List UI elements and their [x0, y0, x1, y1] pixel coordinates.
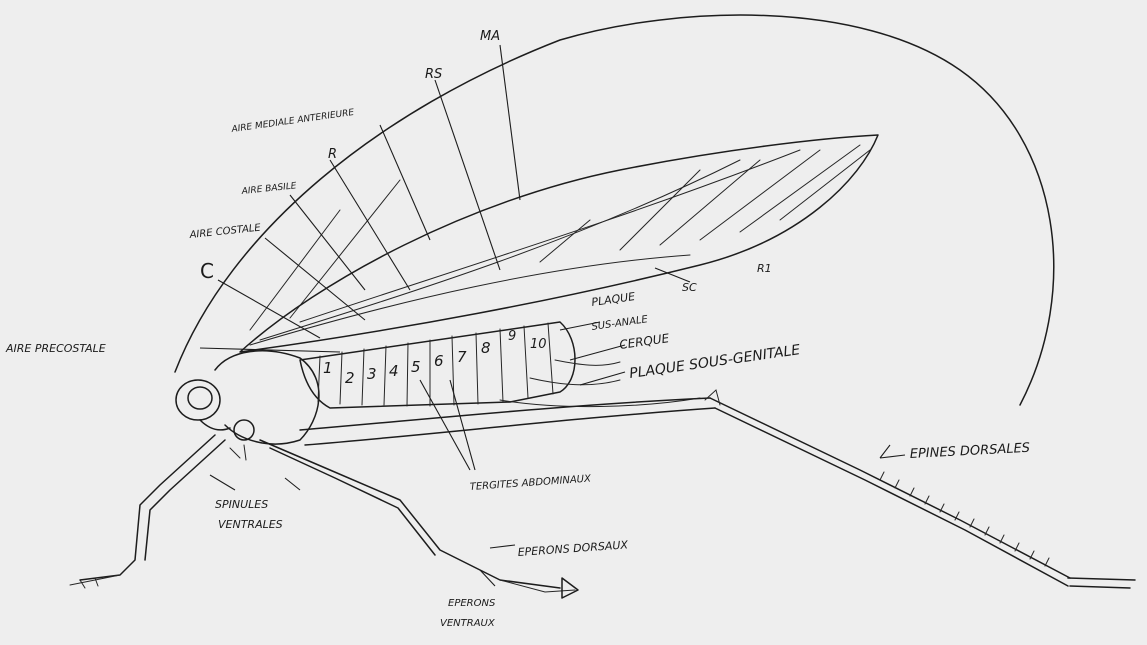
label-cerque: CERQUE — [618, 331, 670, 352]
dorsal-spines — [880, 472, 1049, 566]
label-aire-mediale: AIRE MEDIALE ANTERIEURE — [230, 108, 355, 135]
label-spinules: SPINULES — [215, 498, 268, 511]
palp-segment — [230, 445, 246, 460]
segment-number: 9 — [508, 329, 516, 344]
front-leg — [80, 435, 225, 580]
leader-line — [880, 445, 905, 458]
forewing-vein-ma — [300, 150, 800, 322]
hind-tibia — [710, 398, 1070, 586]
hind-wing-outline — [175, 15, 1054, 405]
leader-line — [490, 545, 515, 548]
label-eperons-ventraux-2: VENTRAUX — [440, 618, 496, 629]
eye — [188, 387, 212, 409]
forewing-stripe — [540, 220, 590, 262]
leader-line — [265, 238, 365, 320]
sub-genital-plate — [530, 378, 620, 385]
ovipositor — [500, 398, 700, 407]
segment-number: 10 — [530, 337, 547, 352]
leader-line — [380, 125, 430, 240]
forewing-stripe — [700, 150, 820, 240]
label-r1: R1 — [757, 262, 772, 275]
leader-line — [330, 160, 410, 290]
segment-number: 3 — [367, 365, 377, 383]
label-plaque: PLAQUE — [591, 290, 636, 309]
tarsus-claw — [562, 578, 578, 598]
label-r: R — [328, 147, 337, 162]
forewing-vein-sc — [260, 160, 740, 340]
forewing-stripe — [780, 150, 870, 220]
label-ma: MA — [480, 29, 500, 44]
leader-line — [570, 345, 625, 360]
label-rs: RS — [425, 67, 442, 82]
segment-number: 1 — [323, 359, 333, 377]
leader-line — [210, 475, 300, 490]
leader-line — [480, 570, 495, 586]
cerque — [555, 360, 620, 365]
label-sus-anale: SUS-ANALE — [591, 314, 649, 333]
head — [176, 380, 220, 420]
hind-leg-joint — [705, 390, 720, 405]
label-aire-precostale: AIRE PRECOSTALE — [5, 342, 106, 355]
hind-tarsus — [1068, 578, 1135, 588]
leader-line — [218, 280, 320, 338]
segment-number: 4 — [389, 362, 399, 380]
label-epines-dorsales: EPINES DORSALES — [909, 441, 1030, 462]
segment-number: 5 — [411, 358, 421, 376]
label-sc: SC — [682, 281, 697, 294]
label-eperons-dorsaux: EPERONS DORSAUX — [517, 538, 629, 559]
leader-line — [500, 45, 520, 200]
label-eperons-ventraux: EPERONS — [448, 598, 496, 609]
leader-line — [290, 195, 365, 290]
leader-line — [435, 80, 500, 270]
middle-leg — [260, 440, 560, 588]
segment-number: 7 — [457, 348, 467, 366]
front-tarsus — [70, 575, 120, 588]
label-aire-costale: AIRE COSTALE — [188, 223, 262, 242]
label-aire-basale: AIRE BASILE — [240, 181, 297, 197]
segment-number: 8 — [481, 339, 491, 357]
hind-wing-vein — [290, 180, 400, 318]
label-plaque-sous-genitale: PLAQUE SOUS-GENITALE — [628, 342, 801, 382]
label-ventrales: VENTRALES — [218, 518, 283, 531]
segment-number: 6 — [434, 352, 444, 370]
label-tergites: TERGITES ABDOMINAUX — [469, 473, 592, 493]
segment-number: 2 — [345, 369, 355, 387]
label-c: C — [200, 259, 214, 283]
